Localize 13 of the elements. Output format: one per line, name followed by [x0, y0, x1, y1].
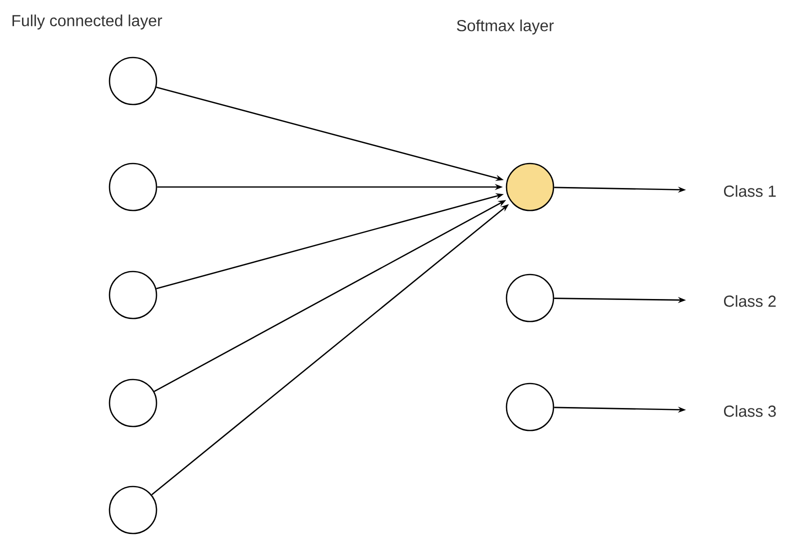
neuron-circle [108, 270, 158, 320]
layer-title: Softmax layer [456, 20, 554, 34]
neuron-circle [506, 382, 554, 432]
neuron-circle [506, 162, 554, 212]
class-label: Class 1 [724, 185, 776, 197]
layer-title: Fully connected layer [12, 14, 162, 30]
neuron-circle [108, 486, 158, 534]
neuron-circle [108, 378, 158, 428]
neuron-circle [506, 274, 554, 322]
class-label: Class 2 [724, 295, 776, 307]
neuron-circle [108, 56, 158, 106]
class-label: Class 3 [724, 405, 776, 417]
neuron-circle [108, 162, 158, 212]
